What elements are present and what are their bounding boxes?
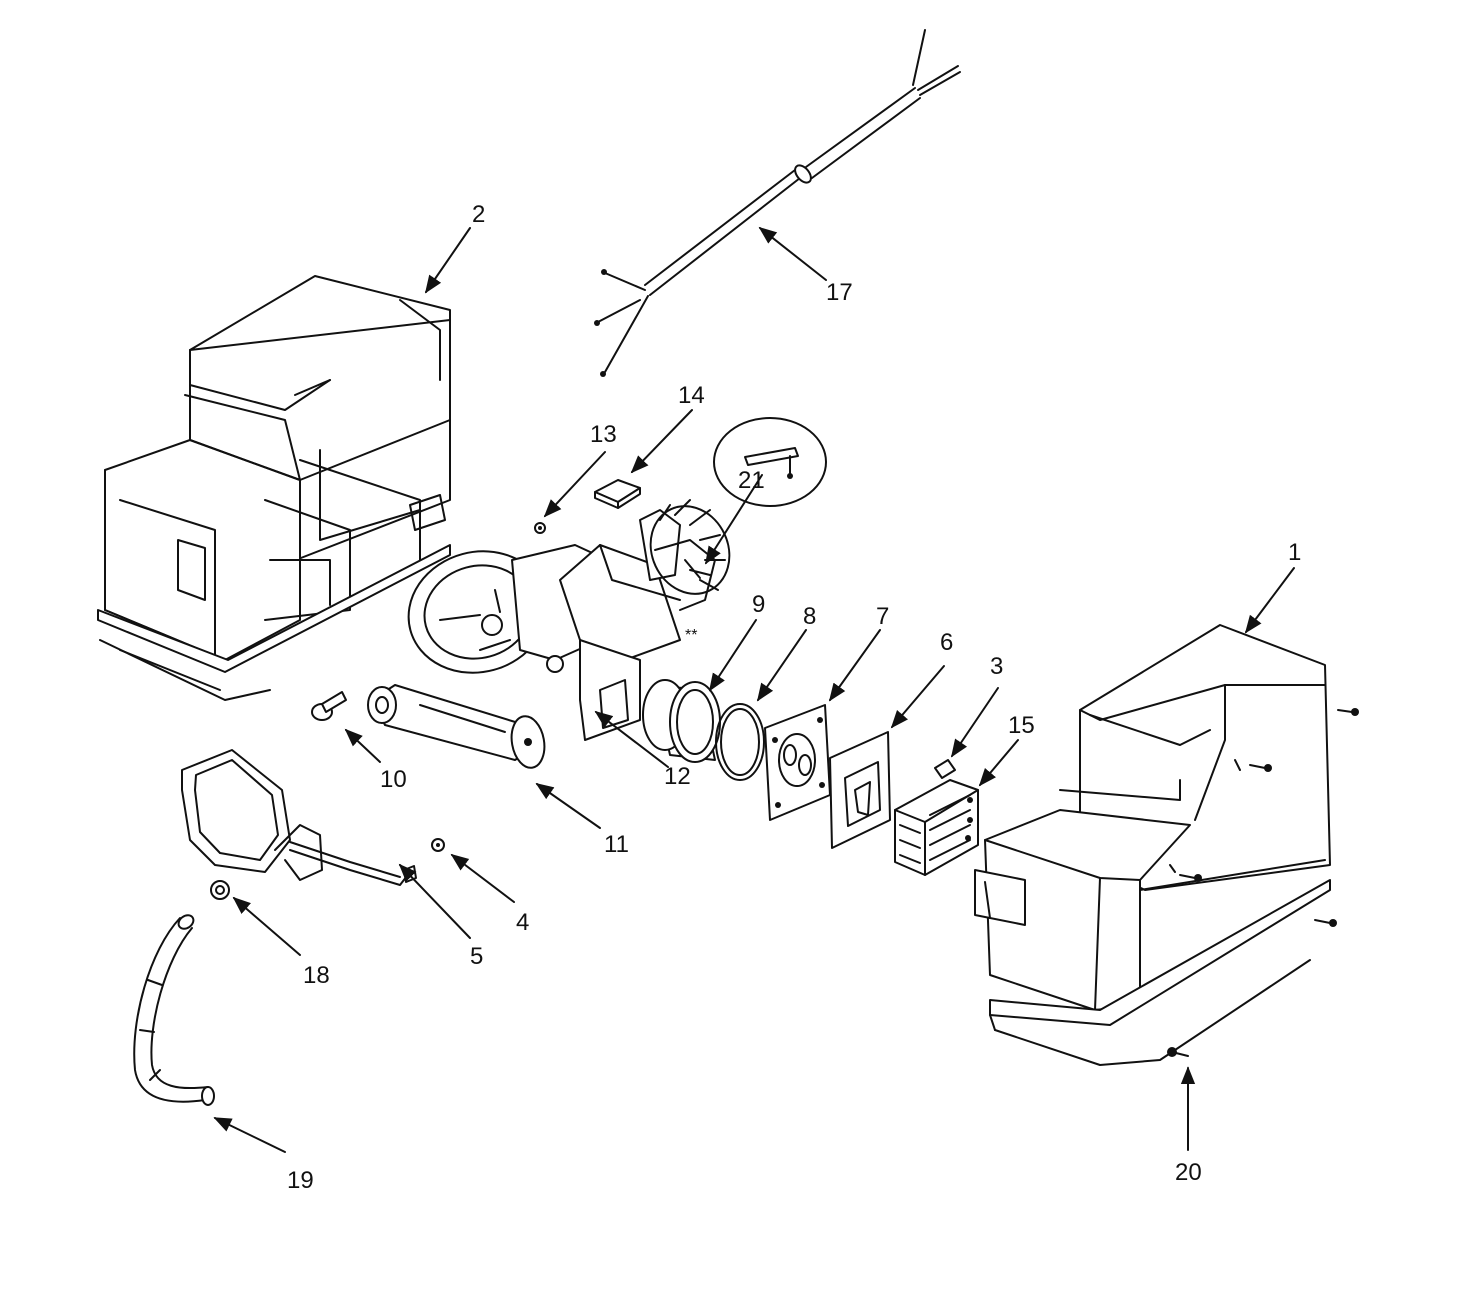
- callout-3: 3: [990, 653, 1003, 680]
- callout-11: 11: [604, 831, 629, 858]
- callout-17: 17: [826, 279, 853, 306]
- valve-plate-part: [764, 704, 831, 821]
- motor-mark: **: [685, 627, 697, 644]
- gasket-part: [829, 731, 891, 849]
- callout-5: 5: [470, 943, 483, 970]
- brush-detail-part: [713, 417, 827, 507]
- callout-4: 4: [516, 909, 529, 936]
- nut-part: [431, 838, 445, 852]
- callout-labels: 1 2 3 4 5 6 7 8 9 10 11 12 13 14 15 17 1…: [287, 201, 1301, 1194]
- motor-cover-block-part: [594, 479, 641, 509]
- callout-15: 15: [1008, 712, 1035, 739]
- fitting-nut-part: [210, 880, 230, 900]
- o-ring-part: [715, 703, 765, 781]
- callout-8: 8: [803, 603, 816, 630]
- right-shroud-part: [974, 624, 1331, 1066]
- callout-12: 12: [664, 763, 691, 790]
- side-screws-part: [1179, 708, 1359, 927]
- callout-10: 10: [380, 766, 407, 793]
- callout-14: 14: [678, 382, 705, 409]
- callout-2: 2: [472, 201, 485, 228]
- hose-part: [133, 914, 215, 1106]
- leader-lines: [213, 226, 1295, 1153]
- callout-13: 13: [590, 421, 617, 448]
- callout-1: 1: [1288, 539, 1301, 566]
- connecting-rod-part: [367, 684, 546, 769]
- callout-19: 19: [287, 1167, 314, 1194]
- callout-20: 20: [1175, 1159, 1202, 1186]
- bottom-screw-part: [1167, 1047, 1189, 1057]
- cylinder-sleeve-part: [642, 679, 721, 763]
- callout-18: 18: [303, 962, 330, 989]
- shoulder-bolt-part: [311, 691, 347, 721]
- cylinder-head-part: [894, 759, 979, 876]
- small-screw-part: [534, 522, 546, 534]
- left-shroud-part: [97, 275, 451, 701]
- callout-9: 9: [752, 591, 765, 618]
- callout-7: 7: [876, 603, 889, 630]
- motor-pump-assembly-part: **: [407, 499, 731, 741]
- callout-6: 6: [940, 629, 953, 656]
- power-cord-part: [594, 29, 961, 377]
- callout-21: 21: [738, 467, 765, 494]
